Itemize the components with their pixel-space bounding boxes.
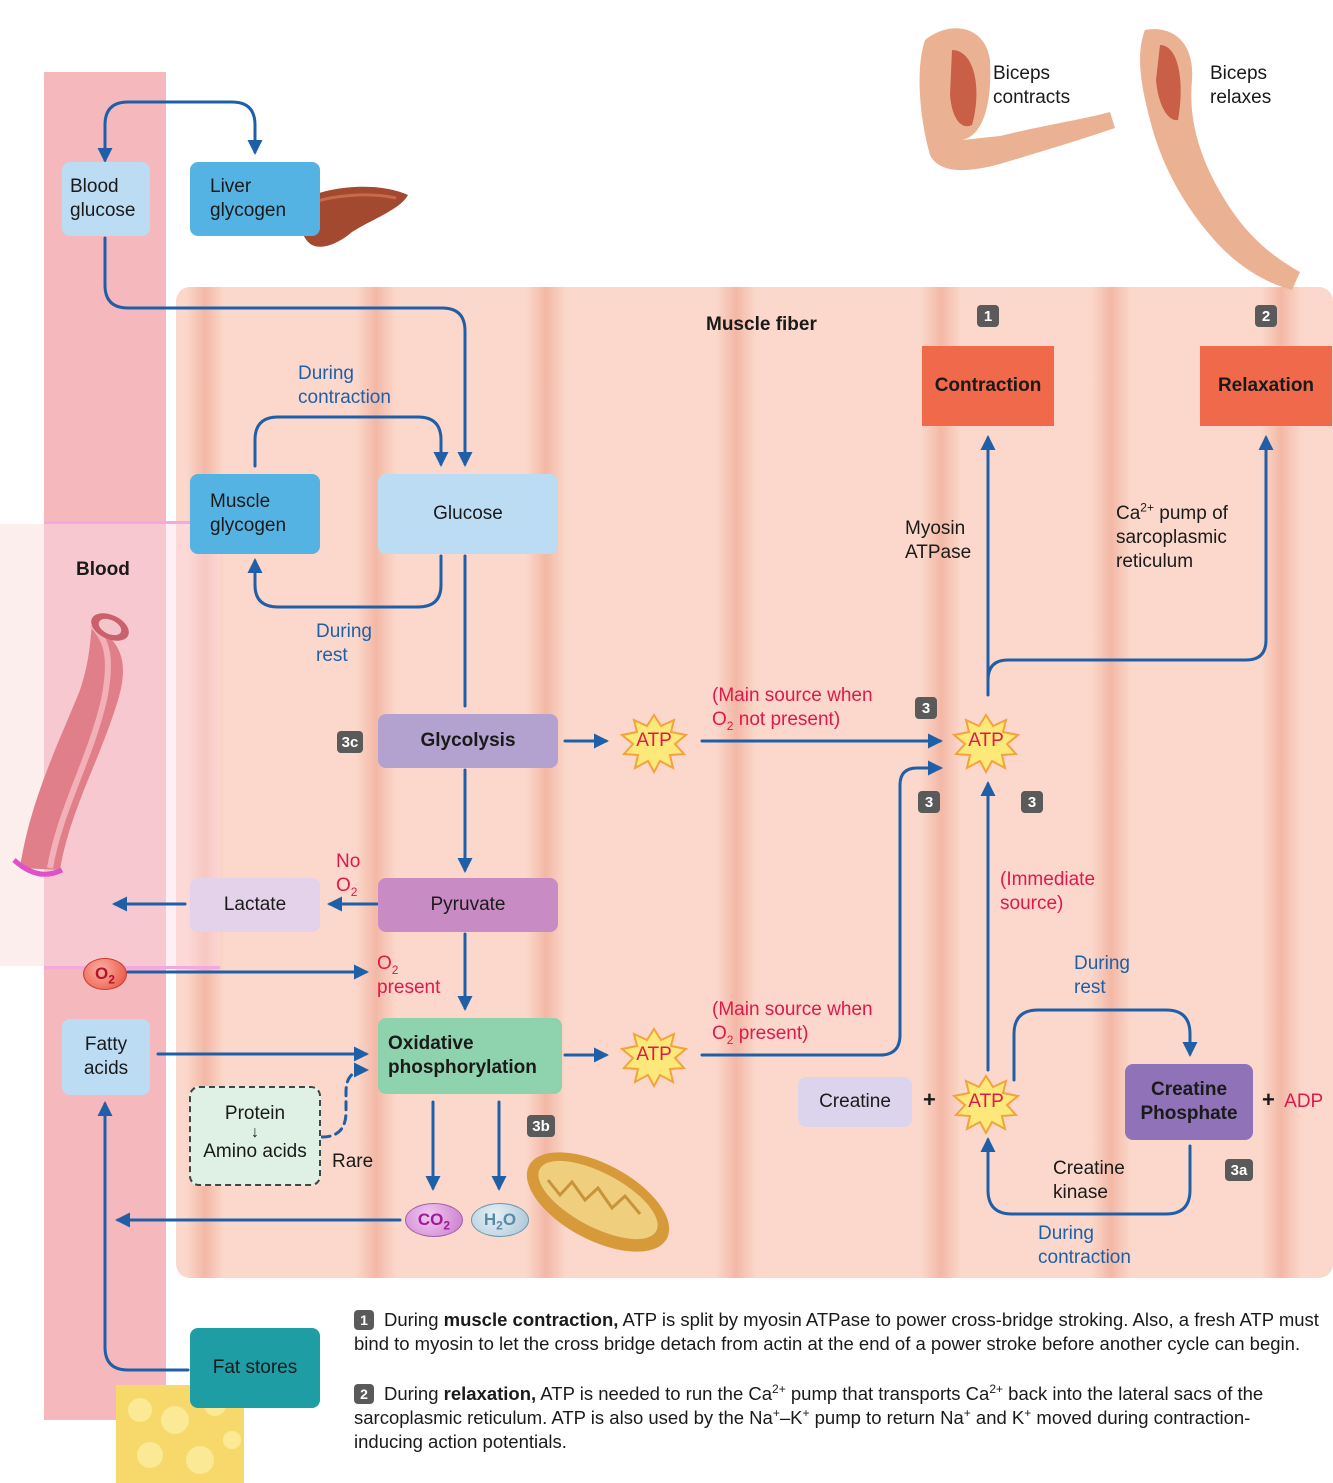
o2-molecule: O2	[83, 958, 127, 990]
atp-burst-oxphos	[619, 1027, 689, 1089]
protein-box: Protein ↓ Amino acids	[189, 1086, 321, 1186]
pyruvate-box: Pyruvate	[378, 878, 558, 932]
atp-burst-glycolysis	[619, 713, 689, 775]
step-badge-3: 3	[915, 697, 937, 719]
mitochondrion-icon	[526, 1152, 670, 1252]
step-badge-1: 1	[977, 305, 999, 327]
down-arrow-icon: ↓	[251, 1124, 259, 1141]
main-source-no-o2-label: (Main source when O2 not present)	[712, 685, 873, 733]
atp-burst-creatine	[951, 1074, 1021, 1136]
atp-burst-central	[951, 713, 1021, 775]
rare-label: Rare	[332, 1151, 374, 1172]
muscle-fiber-panel	[176, 287, 1333, 1278]
ca-pump-label: Ca2+ pump of sarcoplasmic reticulum	[1116, 500, 1228, 572]
fat-stores-box: Fat stores	[190, 1328, 320, 1408]
step-badge-3: 3	[918, 791, 940, 813]
glycolysis-box: Glycolysis	[378, 714, 558, 768]
step-badge-3b: 3b	[527, 1115, 555, 1137]
arm-relaxes-icon	[1140, 29, 1300, 290]
glucose-box: Glucose	[378, 474, 558, 554]
step-badge-2: 2	[1255, 305, 1277, 327]
creatine-box: Creatine	[798, 1077, 912, 1127]
co2-molecule: CO2	[405, 1203, 463, 1237]
adp-label: + ADP	[1262, 1087, 1324, 1113]
h2o-molecule: H2O	[471, 1203, 529, 1237]
atp-label: ATP	[636, 1044, 672, 1065]
relaxation-box: Relaxation	[1200, 346, 1332, 426]
left-fade-region	[0, 524, 44, 966]
atp-label: ATP	[968, 730, 1004, 751]
atp-label: ATP	[636, 730, 672, 751]
step-badge-3: 3	[1021, 791, 1043, 813]
o2-present-label: O2 present	[377, 953, 441, 998]
no-o2-label: No O2	[336, 851, 361, 899]
plus-sign: +	[923, 1087, 936, 1112]
blood-label: Blood	[76, 559, 130, 580]
arm-contracts-icon	[919, 28, 1115, 171]
lactate-box: Lactate	[190, 878, 320, 932]
step-badge-3a: 3a	[1225, 1159, 1253, 1181]
blood-vessel-icon	[12, 613, 129, 877]
step-badge-3c: 3c	[337, 731, 363, 753]
atp-label: ATP	[968, 1091, 1004, 1112]
main-source-o2-label: (Main source when O2 present)	[712, 999, 873, 1047]
muscle-fiber-title: Muscle fiber	[706, 314, 817, 335]
contraction-box: Contraction	[922, 346, 1054, 426]
